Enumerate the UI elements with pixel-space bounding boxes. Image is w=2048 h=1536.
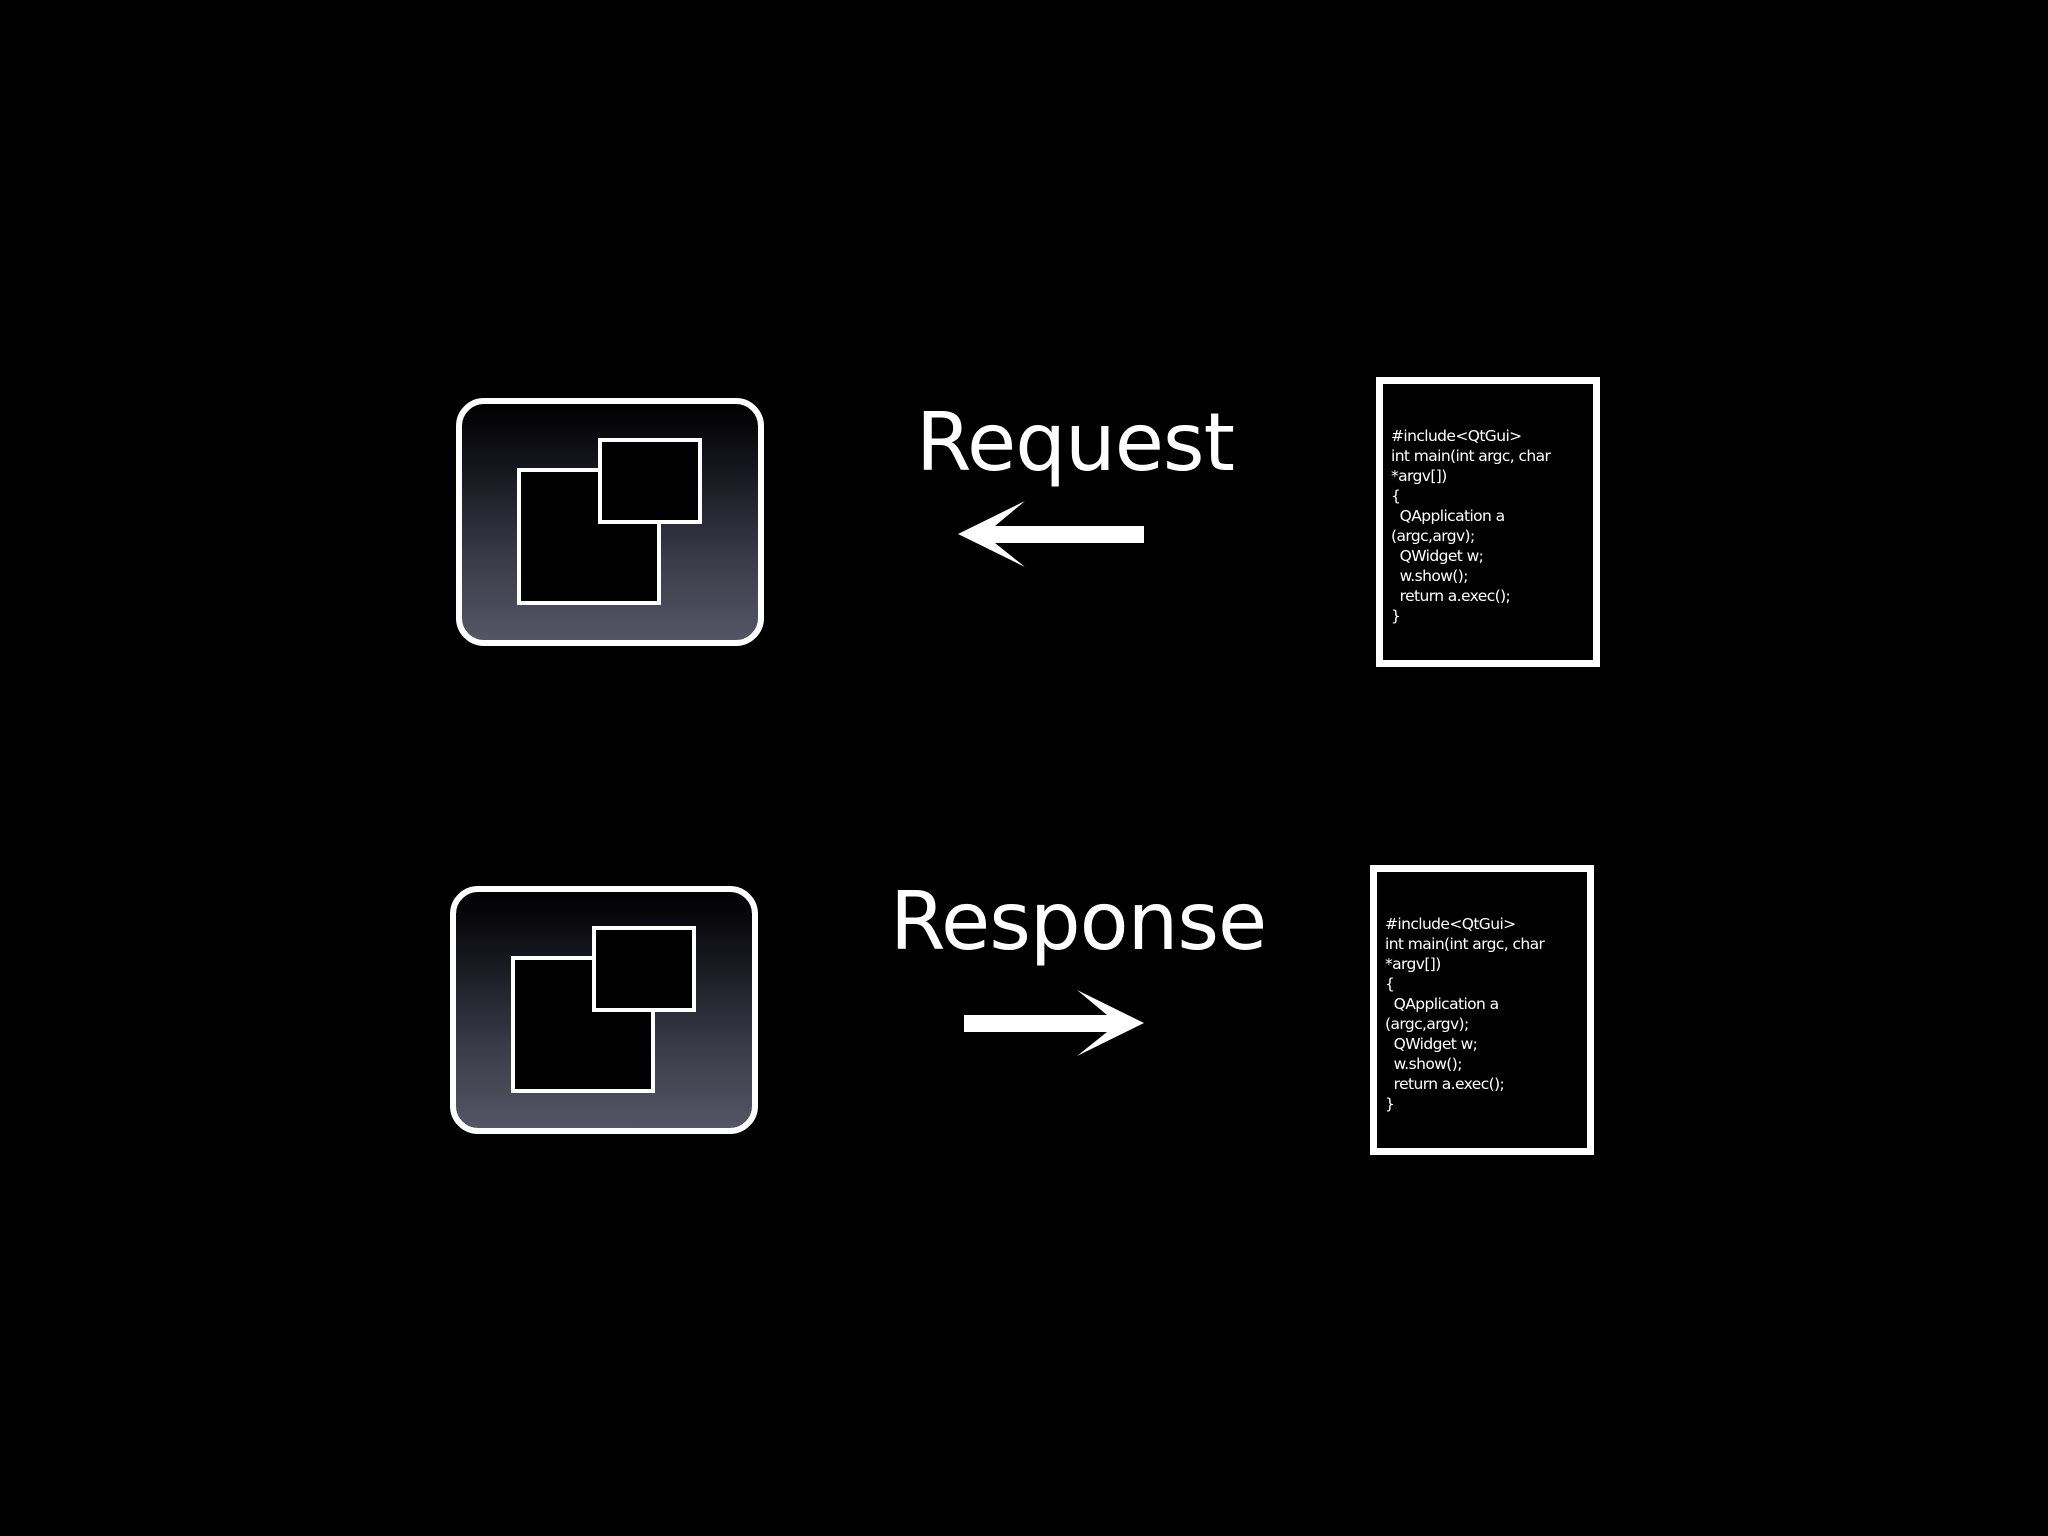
app-window-icon-response — [450, 886, 758, 1134]
right-arrow-icon — [964, 990, 1144, 1056]
source-code-document-response: #include<QtGui> int main(int argc, char … — [1370, 865, 1594, 1155]
code-line: *argv[]) — [1385, 955, 1441, 973]
window-front-rect — [598, 438, 702, 524]
code-line: QWidget w; — [1385, 1035, 1478, 1053]
response-label: Response — [890, 875, 1267, 968]
code-line: QApplication a — [1391, 507, 1505, 525]
code-line: *argv[]) — [1391, 467, 1447, 485]
code-line: } — [1391, 607, 1401, 625]
left-arrow-icon — [958, 501, 1144, 567]
code-line: #include<QtGui> — [1391, 427, 1522, 445]
right-arrow-shape — [964, 990, 1144, 1056]
code-line: (argc,argv); — [1385, 1015, 1469, 1033]
left-arrow-shape — [958, 501, 1144, 567]
code-line: } — [1385, 1095, 1395, 1113]
window-front-rect — [592, 926, 696, 1012]
code-line: int main(int argc, char — [1391, 447, 1551, 465]
code-line: (argc,argv); — [1391, 527, 1475, 545]
source-code-document-request: #include<QtGui> int main(int argc, char … — [1376, 377, 1600, 667]
code-line: #include<QtGui> — [1385, 915, 1516, 933]
code-line: return a.exec(); — [1391, 587, 1511, 605]
code-line: QWidget w; — [1391, 547, 1484, 565]
code-line: w.show(); — [1391, 567, 1469, 585]
request-label: Request — [916, 396, 1235, 489]
code-line: w.show(); — [1385, 1055, 1463, 1073]
code-line: { — [1391, 487, 1401, 505]
code-line: { — [1385, 975, 1395, 993]
code-line: return a.exec(); — [1385, 1075, 1505, 1093]
code-line: int main(int argc, char — [1385, 935, 1545, 953]
app-window-icon-request — [456, 398, 764, 646]
code-line: QApplication a — [1385, 995, 1499, 1013]
